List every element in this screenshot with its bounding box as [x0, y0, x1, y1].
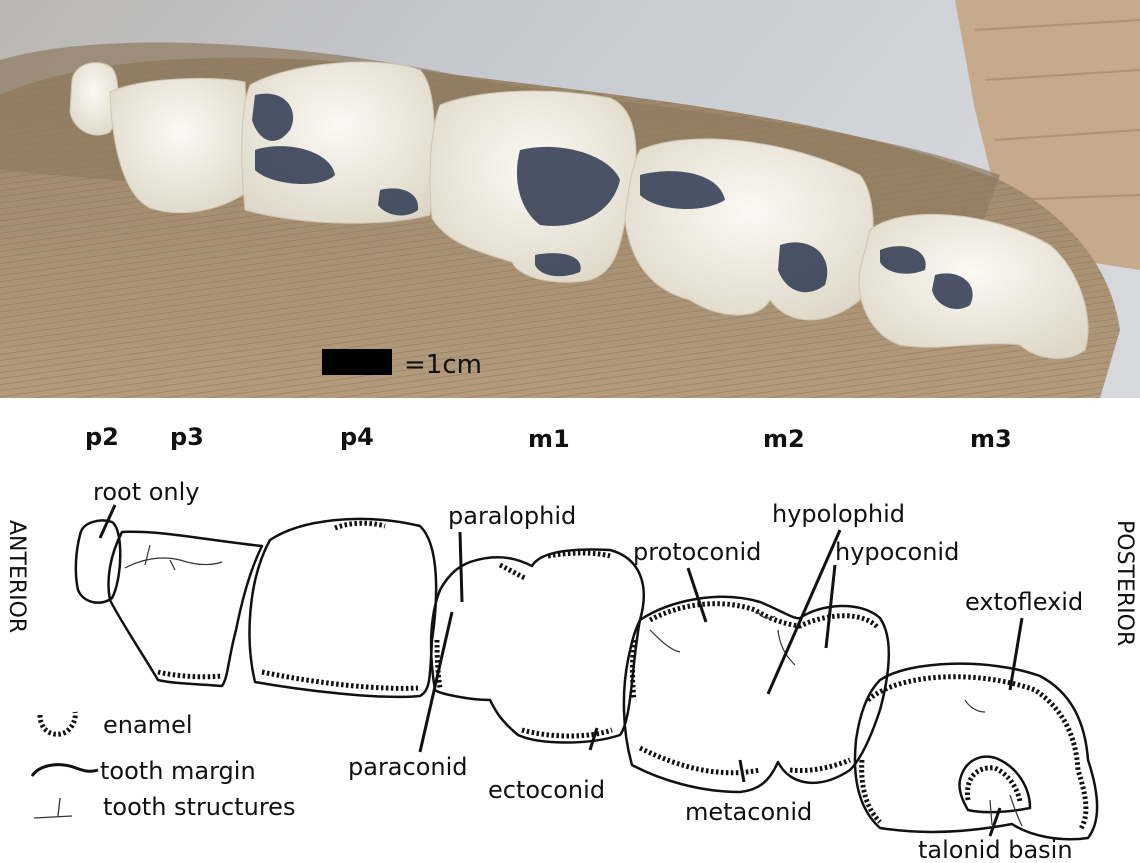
tooth-label-p2: p2 — [85, 423, 119, 451]
label-extoflexid: extoflexid — [965, 588, 1083, 616]
legend-margin-label: tooth margin — [100, 757, 256, 785]
label-ectoconid: ectoconid — [488, 776, 605, 804]
specimen-photo: =1cm — [0, 0, 1140, 398]
scale-bar — [322, 349, 392, 375]
tooth-label-p4: p4 — [340, 423, 374, 451]
tooth-label-p3: p3 — [170, 423, 204, 451]
label-talonid-basin: talonid basin — [918, 836, 1073, 863]
tooth-label-m3: m3 — [970, 425, 1012, 453]
tooth-label-m1: m1 — [528, 425, 570, 453]
label-paraconid: paraconid — [348, 753, 468, 781]
pointer-paralophid — [460, 532, 462, 602]
label-root-only: root only — [93, 478, 200, 506]
label-hypoconid: hypoconid — [835, 538, 959, 566]
legend-structures-label: tooth structures — [103, 793, 295, 821]
anterior-label: ANTERIOR — [4, 520, 29, 633]
label-paralophid: paralophid — [448, 502, 576, 530]
tooth-diagram: p2 p3 p4 m1 m2 m3 ANTERIOR POSTERIOR — [0, 398, 1140, 863]
tooth-label-m2: m2 — [763, 425, 805, 453]
label-metaconid: metaconid — [685, 798, 812, 826]
posterior-label: POSTERIOR — [1112, 520, 1137, 646]
scale-label: =1cm — [404, 350, 482, 380]
label-hypolophid: hypolophid — [772, 500, 905, 528]
label-protoconid: protoconid — [633, 538, 761, 566]
legend-enamel-label: enamel — [103, 711, 193, 739]
